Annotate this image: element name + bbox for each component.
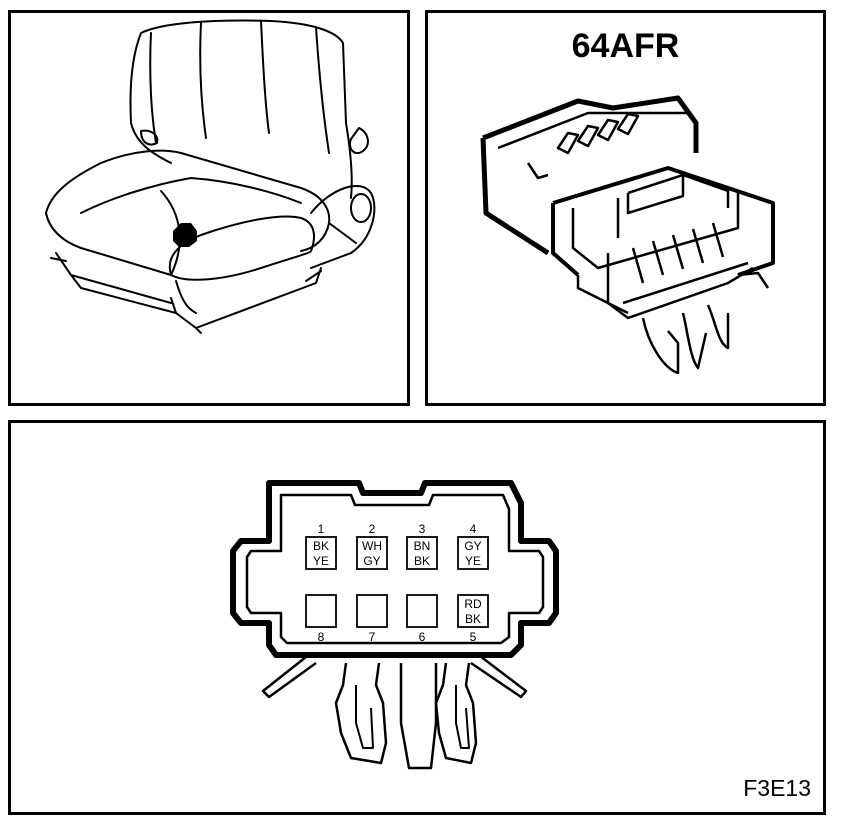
pin-wire-color: BK xyxy=(414,554,430,568)
pinout-diagram: 1 BK YE 2 WH GY 3 BN BK 4 GY YE 8 xyxy=(230,480,559,770)
pin-8: 8 xyxy=(305,594,337,644)
pin-wire-color: WH xyxy=(362,539,382,553)
pin-3: 3 BN BK xyxy=(406,522,438,570)
pin-number: 2 xyxy=(369,522,376,536)
pin-wire-color: YE xyxy=(465,554,481,568)
pin-wire-color: BN xyxy=(414,539,431,553)
pinout-panel: 1 BK YE 2 WH GY 3 BN BK 4 GY YE 8 xyxy=(8,420,826,815)
pin-number: 8 xyxy=(318,630,325,644)
pin-4: 4 GY YE xyxy=(457,522,489,570)
figure-code: F3E13 xyxy=(743,775,811,801)
pin-1: 1 BK YE xyxy=(305,522,337,570)
pin-wire-color: YE xyxy=(313,554,329,568)
connector-location-marker xyxy=(173,223,197,247)
connector-view-panel: 64AFR xyxy=(425,10,826,406)
connector-title: 64AFR xyxy=(571,27,680,65)
pin-2: 2 WH GY xyxy=(356,522,388,570)
connector-illustration xyxy=(480,95,775,375)
pin-wire-color: BK xyxy=(313,539,329,553)
pin-number: 4 xyxy=(470,522,477,536)
pin-5: RD BK 5 xyxy=(457,594,489,644)
pin-number: 5 xyxy=(470,630,477,644)
pin-number: 7 xyxy=(369,630,376,644)
pin-number: 6 xyxy=(419,630,426,644)
pin-number: 1 xyxy=(318,522,325,536)
pin-wire-color: BK xyxy=(465,612,481,626)
pin-7: 7 xyxy=(356,594,388,644)
seat-location-panel xyxy=(8,10,410,406)
pin-wire-color: GY xyxy=(464,539,481,553)
pin-number: 3 xyxy=(419,522,426,536)
seat-illustration xyxy=(45,19,376,334)
pin-6: 6 xyxy=(406,594,438,644)
pin-wire-color: GY xyxy=(363,554,380,568)
pin-wire-color: RD xyxy=(464,597,482,611)
